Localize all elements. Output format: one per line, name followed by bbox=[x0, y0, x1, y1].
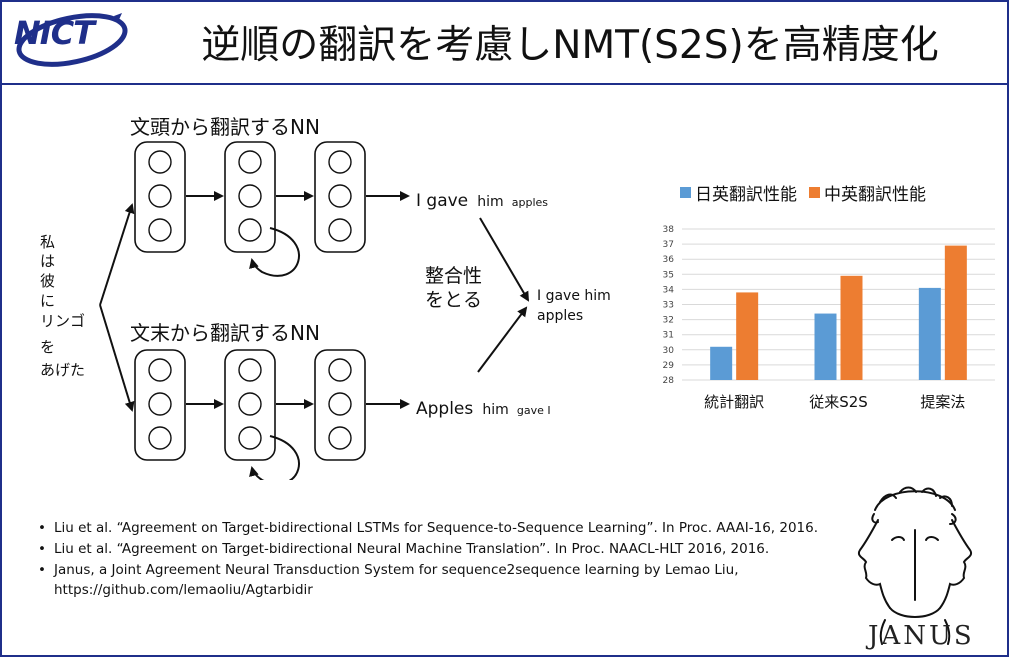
neuron-icon bbox=[328, 184, 352, 208]
source-char: あげた bbox=[40, 361, 85, 379]
merge-arrow-bottom bbox=[477, 306, 528, 373]
source-char: は bbox=[40, 252, 55, 270]
bottom-nn-label: 文末から翻訳するNN bbox=[130, 321, 320, 345]
neuron-icon bbox=[328, 426, 352, 450]
bar bbox=[710, 346, 733, 380]
y-tick-label: 32 bbox=[663, 316, 674, 326]
top-rnn-row bbox=[134, 141, 410, 277]
neuron-icon bbox=[148, 150, 172, 174]
branch-arrow-bottom bbox=[99, 304, 135, 412]
agreement-label-line2: をとる bbox=[425, 289, 482, 311]
bottom-rnn-row bbox=[134, 349, 410, 480]
reference-item: Janus, a Joint Agreement Neural Transduc… bbox=[38, 560, 838, 600]
nict-logo bbox=[16, 13, 128, 67]
bar bbox=[918, 287, 941, 380]
top-output: I gave him apples bbox=[416, 191, 548, 211]
neuron-icon bbox=[328, 358, 352, 382]
y-tick-label: 34 bbox=[663, 285, 675, 295]
source-sentence: 私 は 彼 に リンゴ を あげた bbox=[40, 233, 85, 379]
recurrent-loop-arrow bbox=[249, 227, 300, 277]
bar-chart: 28 29 30 31 32 33 34 35 36 37 38 統計翻訳 従来S2S 提案法 bbox=[663, 225, 995, 411]
neuron-icon bbox=[328, 218, 352, 242]
neuron-icon bbox=[148, 218, 172, 242]
final-output-line1: I gave him bbox=[537, 288, 611, 304]
final-output-line2: apples bbox=[537, 308, 583, 324]
neuron-icon bbox=[238, 392, 262, 416]
y-tick-label: 37 bbox=[663, 240, 674, 250]
y-tick-label: 31 bbox=[663, 331, 674, 341]
legend-item: 中英翻訳性能 bbox=[809, 180, 926, 205]
bottom-output-tail: gave I bbox=[517, 404, 551, 417]
legend-label: 中英翻訳性能 bbox=[824, 185, 926, 205]
x-tick-label: 統計翻訳 bbox=[704, 393, 764, 411]
agreement-label-line1: 整合性 bbox=[425, 265, 482, 287]
legend-item: 日英翻訳性能 bbox=[680, 180, 797, 205]
legend-swatch bbox=[809, 187, 820, 198]
top-nn-label: 文頭から翻訳するNN bbox=[130, 115, 320, 139]
bar bbox=[814, 313, 837, 380]
legend-swatch bbox=[680, 187, 691, 198]
neuron-icon bbox=[148, 392, 172, 416]
top-output-main: I gave bbox=[416, 191, 468, 211]
page-title: 逆順の翻訳を考慮しNMT(S2S)を高精度化 bbox=[201, 23, 939, 68]
janus-head-icon bbox=[857, 486, 973, 645]
recurrent-loop-arrow bbox=[249, 435, 300, 480]
neuron-icon bbox=[238, 150, 262, 174]
logo-text: NICT bbox=[14, 14, 95, 52]
source-char: に bbox=[40, 292, 55, 310]
bar bbox=[944, 245, 967, 380]
neuron-icon bbox=[238, 218, 262, 242]
x-tick-label: 提案法 bbox=[920, 393, 965, 411]
neuron-icon bbox=[148, 426, 172, 450]
source-char: 私 bbox=[40, 233, 55, 251]
legend-label: 日英翻訳性能 bbox=[695, 185, 797, 205]
bottom-output-main: Apples bbox=[416, 399, 473, 419]
chart-legend: 日英翻訳性能 中英翻訳性能 bbox=[680, 180, 926, 205]
y-tick-label: 30 bbox=[663, 346, 675, 356]
source-char: を bbox=[40, 338, 55, 356]
neuron-icon bbox=[148, 184, 172, 208]
y-tick-label: 38 bbox=[663, 225, 675, 235]
bottom-output-small: him bbox=[482, 402, 508, 418]
y-tick-label: 35 bbox=[663, 270, 674, 280]
bar bbox=[840, 275, 863, 380]
bottom-output: Apples him gave I bbox=[416, 399, 551, 419]
neuron-icon bbox=[238, 426, 262, 450]
y-tick-label: 28 bbox=[663, 376, 675, 386]
merge-arrow-top bbox=[479, 217, 530, 302]
reference-item: Liu et al. “Agreement on Target-bidirect… bbox=[38, 539, 838, 559]
janus-label: JANUS bbox=[868, 621, 975, 651]
source-char: リンゴ bbox=[40, 312, 85, 330]
reference-list: Liu et al. “Agreement on Target-bidirect… bbox=[38, 518, 838, 601]
top-output-small: him bbox=[477, 194, 503, 210]
neuron-icon bbox=[328, 392, 352, 416]
branch-arrow-top bbox=[99, 203, 135, 306]
neuron-icon bbox=[238, 184, 262, 208]
neuron-icon bbox=[238, 358, 262, 382]
x-tick-label: 従来S2S bbox=[809, 393, 868, 411]
neuron-icon bbox=[148, 358, 172, 382]
y-tick-label: 36 bbox=[663, 255, 675, 265]
neuron-icon bbox=[328, 150, 352, 174]
reference-item: Liu et al. “Agreement on Target-bidirect… bbox=[38, 518, 838, 538]
bar bbox=[736, 292, 759, 380]
title-divider bbox=[0, 83, 1009, 85]
y-tick-label: 29 bbox=[663, 361, 675, 371]
source-char: 彼 bbox=[40, 272, 55, 290]
top-output-tail: apples bbox=[512, 196, 549, 209]
y-tick-label: 33 bbox=[663, 301, 674, 311]
translation-diagram: 文頭から翻訳するNN 文末から翻訳するNN 私 は 彼 に リンゴ を あげた bbox=[40, 115, 611, 480]
